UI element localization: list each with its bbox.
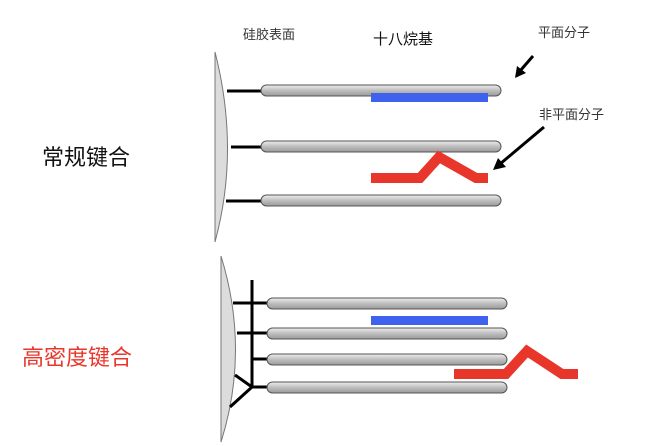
nonplanar-molecule-top xyxy=(371,150,488,183)
planar-molecule-top xyxy=(371,93,488,102)
c18-chain-bottom-4 xyxy=(266,381,508,394)
label-conventional-bonding: 常规键合 xyxy=(42,146,131,171)
c18-chain-bottom-1 xyxy=(266,297,508,310)
silica-surface-top xyxy=(214,51,228,243)
label-nonplanar-molecule: 非平面分子 xyxy=(539,108,605,123)
nonplanar-molecule-bottom xyxy=(454,344,578,379)
c18-chain-bottom-2 xyxy=(266,327,508,340)
label-c18: 十八烷基 xyxy=(373,30,434,48)
c18-chain-top-2 xyxy=(231,140,502,153)
label-planar-molecule: 平面分子 xyxy=(538,26,591,41)
planar-molecule-bottom xyxy=(371,316,488,325)
label-high-density-bonding: 高密度键合 xyxy=(22,346,133,371)
arrow-planar xyxy=(515,55,535,78)
label-silica-surface: 硅胶表面 xyxy=(243,28,296,43)
crosslink-network xyxy=(228,280,268,409)
c18-chain-bottom-3 xyxy=(266,353,508,366)
silica-surface-bottom xyxy=(220,255,236,443)
arrow-nonplanar xyxy=(493,125,545,170)
c18-chain-top-3 xyxy=(226,194,502,207)
